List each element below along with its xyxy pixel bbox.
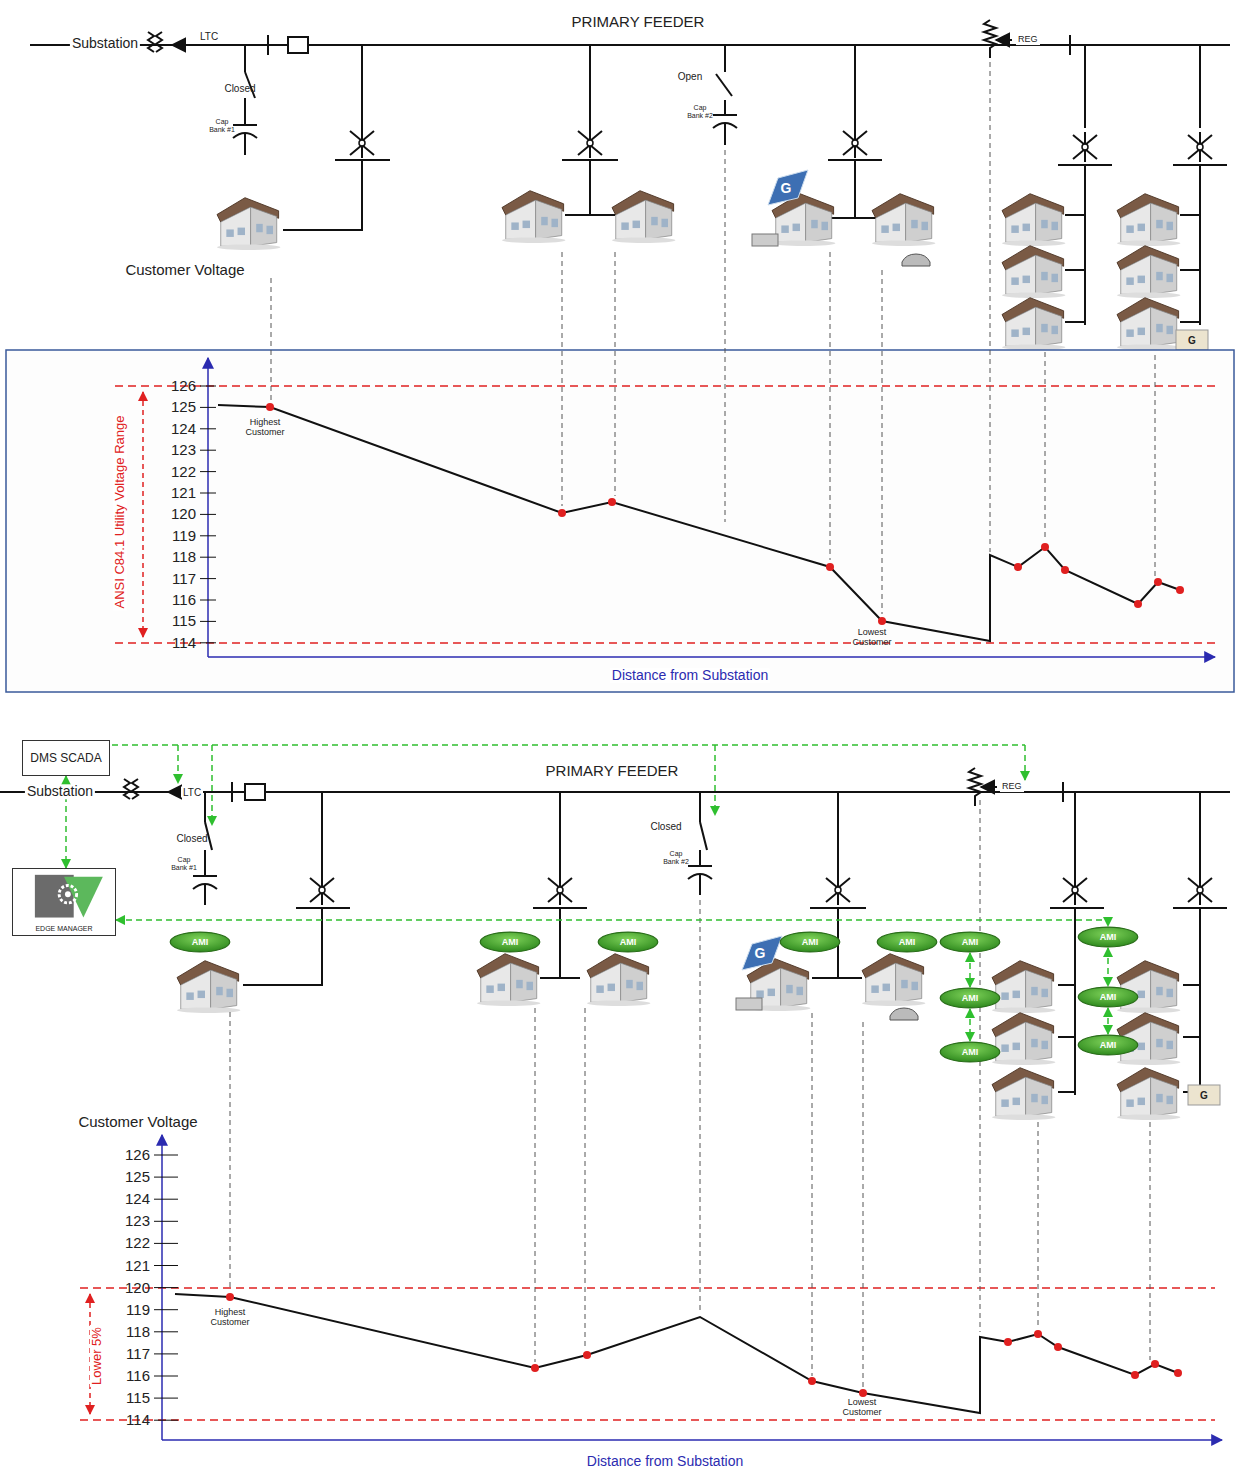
ami-meter: AMI [876, 931, 938, 953]
diagram-label: 117 [172, 570, 196, 587]
diagram-label: 123 [171, 442, 196, 459]
communication-link [969, 1009, 971, 1041]
diagram-label: PRIMARY FEEDER [572, 14, 705, 31]
ami-meter: AMI [779, 931, 841, 953]
diagram-label: Closed [650, 821, 681, 832]
diagram-label: 120 [125, 1279, 150, 1296]
diagram-label: 126 [171, 378, 196, 395]
diagram-label: 126 [125, 1147, 150, 1164]
diagram-label: 119 [126, 1301, 150, 1318]
diagram-label: 122 [171, 463, 196, 480]
diagram-label: 125 [171, 399, 196, 416]
diagram-label: G [1200, 1090, 1208, 1101]
ami-meter: AMI [939, 987, 1001, 1009]
diagram-label: 114 [126, 1412, 150, 1429]
node-text: AMI [1100, 992, 1117, 1002]
diagram-label: 121 [171, 485, 196, 502]
ami-meter: AMI [1077, 926, 1139, 948]
diagram-label: Customer Voltage [125, 262, 244, 279]
ami-meter: AMI [479, 931, 541, 953]
node-text: AMI [962, 993, 979, 1003]
node-text: AMI [899, 937, 916, 947]
ami-meter: AMI [169, 931, 231, 953]
diagram-label: 119 [172, 528, 196, 545]
diagram-label: Cap Bank #2 [663, 850, 689, 865]
diagram-label: Substation [70, 36, 140, 51]
edge-manager-box: EDGE MANAGER [12, 868, 116, 936]
diagram-label: Cap Bank #2 [687, 104, 713, 119]
node-text: DMS SCADA [30, 751, 101, 765]
diagram-label: LTC [181, 787, 203, 798]
diagram-label: 122 [125, 1235, 150, 1252]
diagram-label: Closed [176, 833, 207, 844]
communication-link [969, 953, 971, 987]
diagram-label: 125 [125, 1169, 150, 1186]
diagram-label: Lowest Customer [842, 628, 902, 648]
diagram-label: PRIMARY FEEDER [546, 763, 679, 780]
diagram-label: LTC [198, 31, 220, 42]
ami-meter: AMI [1077, 1034, 1139, 1056]
ami-meter: AMI [939, 931, 1001, 953]
diagram-label: 124 [125, 1191, 150, 1208]
diagram-label: 115 [172, 613, 196, 630]
diagram-label: 117 [126, 1346, 150, 1363]
communication-link [1107, 1008, 1109, 1034]
diagram-label: 121 [125, 1257, 150, 1274]
diagram-label: 116 [126, 1368, 150, 1385]
diagram-label: Highest Customer [200, 1308, 260, 1328]
node-text: AMI [620, 937, 637, 947]
diagram-label: 123 [125, 1213, 150, 1230]
diagram-label: Cap Bank #1 [171, 856, 197, 871]
diagram-label: 118 [126, 1324, 150, 1341]
diagram-label: Lowest Customer [832, 1398, 892, 1418]
diagram-label: Substation [25, 784, 95, 799]
diagram-label: G [781, 181, 792, 196]
node-text: AMI [502, 937, 519, 947]
diagram-label: Cap Bank #1 [209, 118, 235, 133]
communication-link [116, 920, 1108, 926]
diagram-label: 114 [172, 635, 196, 652]
diagram-label: 124 [171, 421, 196, 438]
diagram-label: Distance from Substation [587, 1454, 743, 1469]
diagram-label: REG [1016, 35, 1040, 45]
communication-link [1107, 948, 1109, 986]
node-text: EDGE MANAGER [35, 925, 92, 932]
diagram-label: 116 [172, 592, 196, 609]
diagram-label: Customer Voltage [78, 1114, 197, 1131]
diagram-label: Open [678, 71, 702, 82]
diagram-label: ANSI C84.1 Utility Voltage Range [113, 414, 127, 611]
diagram-label: REG [1000, 782, 1024, 792]
diagram-label: Highest Customer [235, 418, 295, 438]
node-text: AMI [192, 937, 209, 947]
ami-meter: AMI [597, 931, 659, 953]
diagram-label: Closed [224, 83, 255, 94]
node-text: AMI [962, 937, 979, 947]
diagram-label: Distance from Substation [610, 668, 770, 683]
system-box: DMS SCADA [22, 740, 110, 776]
node-text: AMI [802, 937, 819, 947]
node-text: AMI [1100, 932, 1117, 942]
diagram-label: 118 [172, 549, 196, 566]
ami-meter: AMI [939, 1041, 1001, 1063]
ami-meter: AMI [1077, 986, 1139, 1008]
diagram-label: 115 [126, 1390, 150, 1407]
node-text: AMI [1100, 1040, 1117, 1050]
diagram-label: G [1188, 335, 1196, 346]
diagram-label: 120 [171, 506, 196, 523]
diagram-label: Lower 5% [90, 1325, 104, 1387]
node-text: AMI [962, 1047, 979, 1057]
diagram-label: G [755, 946, 766, 961]
